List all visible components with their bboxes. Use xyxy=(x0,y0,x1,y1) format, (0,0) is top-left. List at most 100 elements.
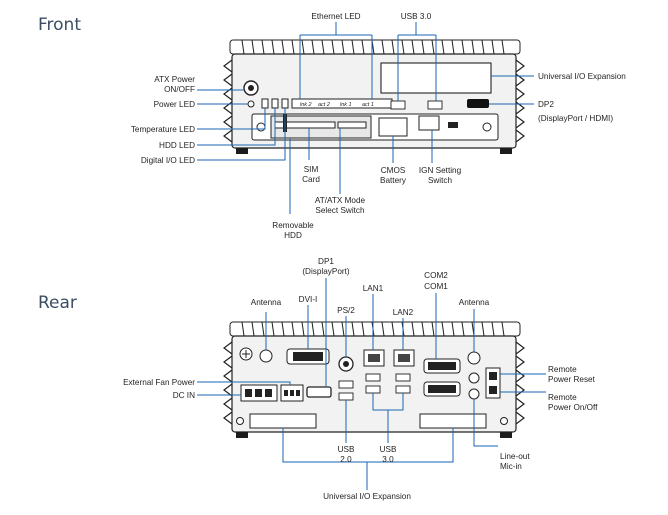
front-side-fins xyxy=(223,59,525,143)
label-remote-reset-1: Remote xyxy=(548,365,577,374)
front-usb-port-2[interactable] xyxy=(427,100,443,110)
remote-power-onoff[interactable] xyxy=(489,386,497,394)
fan-pin-3 xyxy=(296,390,300,396)
lan1-socket xyxy=(368,354,380,362)
usb20-port-1[interactable] xyxy=(338,380,354,389)
label-ethernet-led: Ethernet LED xyxy=(311,12,360,21)
label-cmos-1: CMOS xyxy=(381,166,406,175)
front-top-fins xyxy=(229,39,521,55)
ps2-pins xyxy=(343,361,349,367)
front-leader-lines xyxy=(197,22,534,214)
lan2-socket xyxy=(398,354,410,362)
dc-pin-3 xyxy=(265,389,272,397)
label-usb30-front: USB 3.0 xyxy=(401,12,432,21)
label-dvi: DVI-I xyxy=(299,295,318,304)
rear-side-fins xyxy=(223,341,525,425)
label-dp2-1: DP2 xyxy=(538,100,554,109)
front-heading: Front xyxy=(38,15,81,35)
rear-leader-lines xyxy=(197,278,546,490)
label-cmos-2: Battery xyxy=(380,176,407,185)
label-lan1: LAN1 xyxy=(363,284,384,293)
label-atx-power-2: ON/OFF xyxy=(164,85,195,94)
label-lineout: Line-out xyxy=(500,452,530,461)
led-3 xyxy=(281,98,289,109)
label-dp1-1: DP1 xyxy=(318,257,334,266)
usb20-port-2[interactable] xyxy=(338,392,354,401)
label-usb20-2: 2.0 xyxy=(340,455,352,464)
rear-chassis xyxy=(223,321,525,438)
usb30-port-4[interactable] xyxy=(395,385,411,394)
label-atatx-2: Select Switch xyxy=(315,206,365,215)
label-hdd-2: HDD xyxy=(284,231,302,240)
label-universal-io-front: Universal I/O Expansion xyxy=(538,72,626,81)
label-usb20-1: USB xyxy=(338,445,355,454)
ign-setting-switch[interactable] xyxy=(418,115,440,131)
label-temperature-led: Temperature LED xyxy=(131,125,195,134)
power-icon xyxy=(248,85,254,91)
led-1 xyxy=(261,98,269,109)
front-chassis: lnk 2 act 2 lnk 1 act 1 xyxy=(223,39,525,154)
label-universal-io-rear: Universal I/O Expansion xyxy=(323,492,411,501)
label-hdd-1: Removable xyxy=(272,221,314,230)
dvi-pins xyxy=(293,352,323,361)
line-out-jack[interactable] xyxy=(468,372,480,384)
label-sim-2: Card xyxy=(302,175,320,184)
remote-power-reset[interactable] xyxy=(489,372,497,380)
label-ps2: PS/2 xyxy=(337,306,355,315)
dc-pin-1 xyxy=(245,389,252,397)
rear-foot-left xyxy=(236,432,248,438)
label-antenna-left: Antenna xyxy=(251,298,282,307)
label-ext-fan: External Fan Power xyxy=(123,378,195,387)
label-atx-power-1: ATX Power xyxy=(154,75,195,84)
usb30-port-1[interactable] xyxy=(365,373,381,382)
label-usb30-1: USB xyxy=(380,445,397,454)
label-lan2: LAN2 xyxy=(393,308,414,317)
front-foot-left xyxy=(236,148,248,154)
screw-left xyxy=(256,122,266,132)
act2-label: act 2 xyxy=(318,102,330,108)
antenna-left-port[interactable] xyxy=(259,349,273,363)
label-com1: COM1 xyxy=(424,282,448,291)
power-led xyxy=(247,100,255,108)
fan-pin-1 xyxy=(284,390,288,396)
ign-switch-knob xyxy=(448,122,458,128)
ground-screw-cross-icon xyxy=(242,350,250,358)
label-antenna-right: Antenna xyxy=(459,298,490,307)
label-remote-onoff-1: Remote xyxy=(548,393,577,402)
label-com2: COM2 xyxy=(424,271,448,280)
label-ign-2: Switch xyxy=(428,176,453,185)
rear-screw-right xyxy=(500,417,508,425)
dc-pin-2 xyxy=(255,389,262,397)
dp1-port[interactable] xyxy=(306,386,332,398)
screw-right xyxy=(482,122,492,132)
rear-heading: Rear xyxy=(38,293,77,313)
dp2-port[interactable] xyxy=(467,99,489,108)
label-ign-1: IGN Setting xyxy=(419,166,462,175)
rear-universal-io-left xyxy=(249,413,317,429)
label-micin: Mic-in xyxy=(500,462,522,471)
front-foot-right xyxy=(500,148,512,154)
rear-foot-right xyxy=(500,432,512,438)
atatx-switch[interactable] xyxy=(337,121,367,129)
label-power-led: Power LED xyxy=(154,100,195,109)
label-dc-in: DC IN xyxy=(173,391,195,400)
label-atatx-1: AT/ATX Mode xyxy=(315,196,366,205)
label-digital-io-led: Digital I/O LED xyxy=(141,156,195,165)
rear-screw-left xyxy=(236,417,244,425)
label-dp1-2: (DisplayPort) xyxy=(302,267,350,276)
fan-pin-2 xyxy=(290,390,294,396)
antenna-right-port[interactable] xyxy=(467,351,481,365)
front-usb-port-1[interactable] xyxy=(390,100,406,110)
com2-pins xyxy=(428,362,456,370)
com1-pins xyxy=(428,385,456,393)
lnk1-label: lnk 1 xyxy=(340,102,352,108)
label-dp2-2: (DisplayPort / HDMI) xyxy=(538,114,613,123)
label-remote-reset-2: Power Reset xyxy=(548,375,596,384)
usb30-port-3[interactable] xyxy=(395,373,411,382)
act1-label: act 1 xyxy=(362,102,374,108)
mic-in-jack[interactable] xyxy=(468,388,480,400)
cmos-battery xyxy=(378,117,408,137)
usb30-port-2[interactable] xyxy=(365,385,381,394)
led-2 xyxy=(271,98,279,109)
